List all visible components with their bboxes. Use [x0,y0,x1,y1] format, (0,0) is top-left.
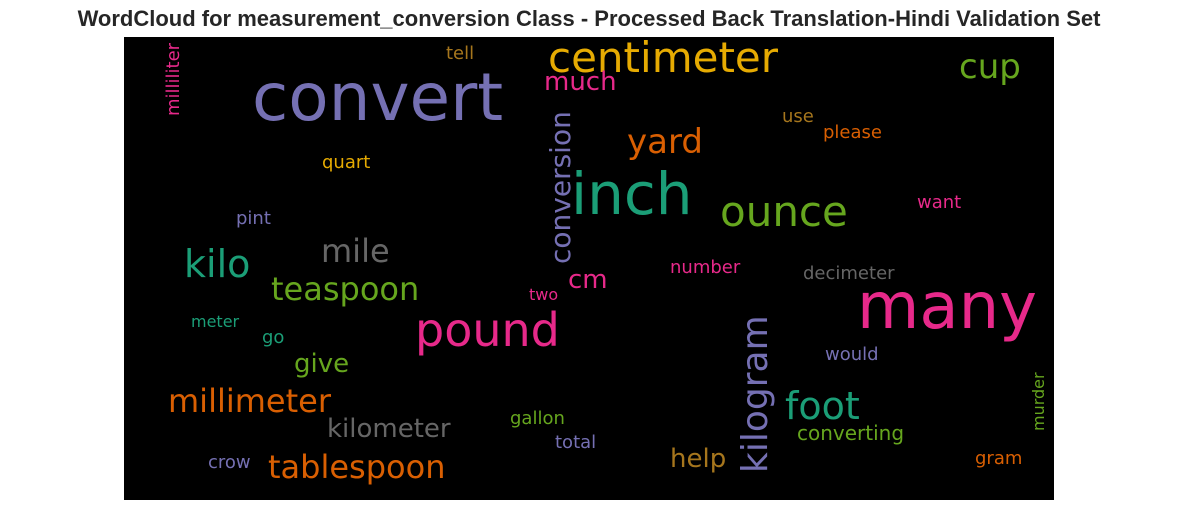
word-please: please [823,122,882,143]
word-pint: pint [236,208,271,229]
word-crow: crow [208,452,251,473]
word-pound: pound [415,303,560,357]
word-yard: yard [627,122,703,162]
word-tablespoon: tablespoon [268,448,446,486]
word-foot: foot [785,384,860,428]
word-teaspoon: teaspoon [271,270,420,308]
word-millimeter: millimeter [168,382,331,420]
word-number: number [670,257,741,278]
word-use: use [782,106,814,127]
chart-title: WordCloud for measurement_conversion Cla… [77,6,1101,31]
word-give: give [294,349,350,379]
word-kilometer: kilometer [327,414,451,444]
word-decimeter: decimeter [803,263,895,284]
word-two: two [529,285,559,304]
word-kilo: kilo [184,242,251,286]
word-ounce: ounce [720,187,848,236]
word-would: would [825,344,879,365]
word-quart: quart [322,152,371,173]
word-inch: inch [571,160,693,228]
word-cm: cm [568,265,608,295]
word-cup: cup [959,47,1021,87]
word-murder: murder [1029,372,1048,431]
word-gallon: gallon [510,408,565,429]
word-go: go [262,327,285,348]
word-want: want [917,192,962,213]
word-help: help [670,444,727,474]
word-much: much [544,67,617,97]
word-converting: converting [797,421,905,445]
word-mile: mile [321,232,390,270]
word-convert: convert [252,59,504,136]
word-kilogram: kilogram [735,315,776,473]
word-meter: meter [191,312,240,331]
word-conversion: conversion [544,111,577,264]
word-gram: gram [975,448,1023,469]
word-total: total [555,432,597,453]
word-milliliter: milliliter [163,42,184,116]
word-tell: tell [446,43,475,64]
word-centimeter: centimeter [548,37,779,82]
word-many: many [857,270,1037,344]
